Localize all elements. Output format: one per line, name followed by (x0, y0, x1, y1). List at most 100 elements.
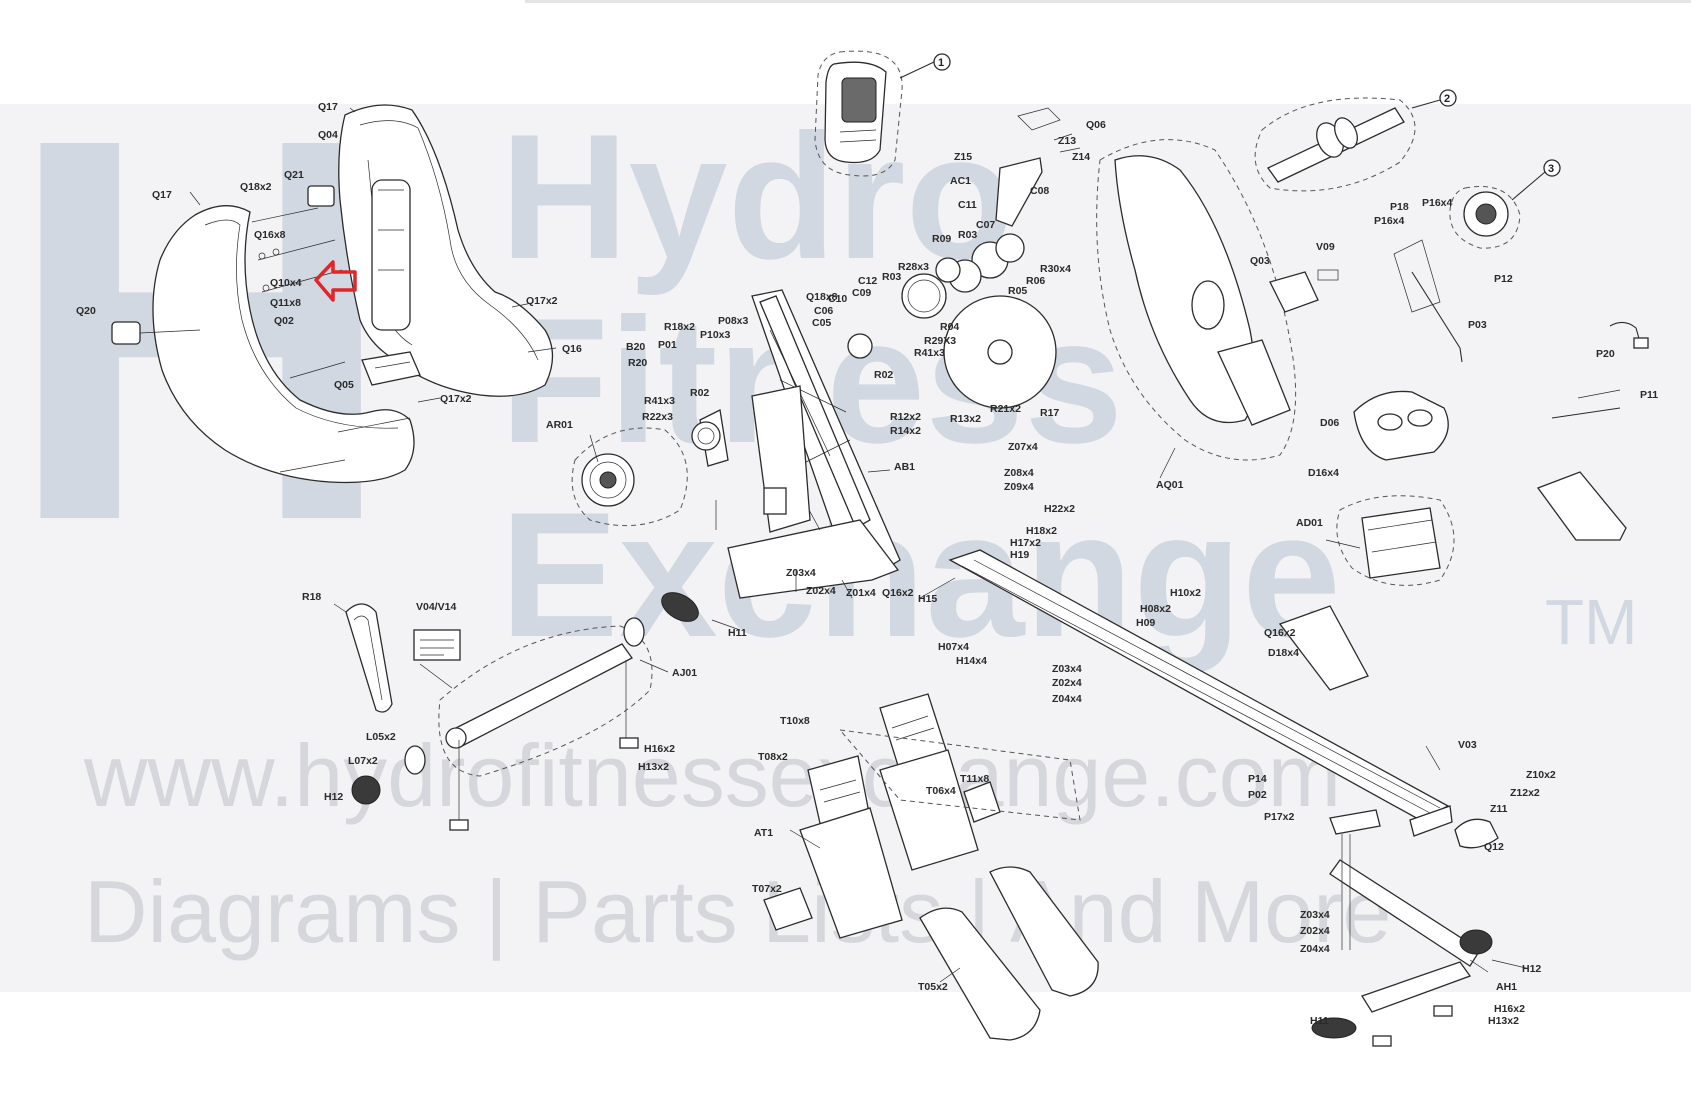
part-label: Q06 (1086, 119, 1106, 131)
part-label: Z08x4 (1004, 467, 1034, 479)
part-label: P01 (658, 339, 677, 351)
part-label: Z15 (954, 151, 972, 163)
part-label: V04/V14 (416, 601, 456, 613)
pulley-ar01-group (571, 421, 721, 527)
rear-leg-ah1 (1311, 809, 1499, 1047)
watermark-tagline: Diagrams | Parts Lists | And More (84, 862, 1392, 961)
part-label: Q16x2 (1264, 627, 1296, 639)
leader-lines (189, 107, 1621, 983)
base-bracket-q05 (361, 351, 421, 386)
part-label: L05x2 (366, 731, 396, 743)
rear-shell-insert (371, 179, 411, 331)
part-label: H09 (1136, 617, 1155, 629)
part-label: Q21 (284, 169, 304, 181)
part-label: R13x2 (950, 413, 981, 425)
part-label: Z04x4 (1300, 943, 1330, 955)
console-group (814, 50, 951, 177)
part-label: D06 (1320, 417, 1339, 429)
footrest-assembly (763, 693, 1099, 1041)
part-label: L07x2 (348, 755, 378, 767)
end-cap-q16 (1278, 605, 1369, 691)
part-label: AH1 (1496, 981, 1517, 993)
part-label: Q04 (318, 129, 338, 141)
part-label: Q03 (1250, 255, 1270, 267)
part-label: Z03x4 (1052, 663, 1082, 675)
long-rail-h15 (948, 549, 1453, 837)
part-label: H16x2 (644, 743, 675, 755)
part-label: AB1 (894, 461, 915, 473)
part-label: C06 (814, 305, 833, 317)
part-label: P14 (1248, 773, 1267, 785)
part-label: C12 (858, 275, 877, 287)
part-label: T08x2 (758, 751, 788, 763)
part-label: Z02x4 (1052, 677, 1082, 689)
callout-2: 2 (1444, 93, 1450, 105)
part-label: Q05 (334, 379, 354, 391)
part-label: P02 (1248, 789, 1267, 801)
part-label: R02 (690, 387, 709, 399)
part-label: C07 (976, 219, 995, 231)
part-label: H08x2 (1140, 603, 1171, 615)
watermark-tm: TM (1545, 586, 1638, 658)
part-label: Z12x2 (1510, 787, 1540, 799)
part-label: Z09x4 (1004, 481, 1034, 493)
part-label: Q11x8 (270, 297, 301, 309)
part-label: Z02x4 (806, 585, 836, 597)
watermark-line-hydro: Hydro (500, 97, 1015, 296)
part-label: B20 (626, 341, 645, 353)
part-label: R05 (1008, 285, 1027, 297)
part-label: R14x2 (890, 425, 921, 437)
part-label: P16x4 (1422, 197, 1453, 209)
part-label: Q18x8 (806, 291, 838, 303)
part-label: R12x2 (890, 411, 921, 423)
part-label: T06x4 (926, 785, 956, 797)
part-label: R09 (932, 233, 951, 245)
part-label: T10x8 (780, 715, 810, 727)
part-label: Z03x4 (786, 567, 816, 579)
footplate-t05-right (989, 866, 1099, 997)
part-label: H13x2 (638, 761, 669, 773)
part-label: H12 (324, 791, 343, 803)
part-label: H07x4 (938, 641, 969, 653)
part-label: P16x4 (1374, 215, 1405, 227)
part-label: Q20 (76, 305, 96, 317)
part-label: R30x4 (1040, 263, 1071, 275)
part-label: P18 (1390, 201, 1409, 213)
pulley-3-group (1449, 159, 1561, 249)
part-label: R04 (940, 321, 959, 333)
top-border-line (525, 0, 1691, 3)
part-label: C08 (1030, 185, 1049, 197)
seat-rail-aj01-group (345, 592, 699, 831)
part-label: H15 (918, 593, 937, 605)
part-label: Q17 (152, 189, 172, 201)
part-label: R18 (302, 591, 321, 603)
part-label: AJ01 (672, 667, 697, 679)
latch-q21 (307, 185, 335, 207)
part-label: R20 (628, 357, 647, 369)
part-label: H18x2 (1026, 525, 1057, 537)
part-label: P17x2 (1264, 811, 1295, 823)
part-label: Q16 (562, 343, 582, 355)
bracket-ad01 (1361, 507, 1441, 579)
frame-lower (727, 519, 900, 599)
part-label: Q12 (1484, 841, 1504, 853)
part-label: Z07x4 (1008, 441, 1038, 453)
part-label: H16x2 (1494, 1003, 1525, 1015)
part-label: AC1 (950, 175, 971, 187)
part-label: R02 (874, 369, 893, 381)
part-label: R06 (1026, 275, 1045, 287)
part-label: C09 (852, 287, 871, 299)
front-shell-q02 (152, 205, 415, 484)
part-label: C11 (958, 199, 977, 211)
end-cap-right (1536, 471, 1627, 541)
part-label: H13x2 (1488, 1015, 1519, 1027)
part-label: Q10x4 (270, 277, 302, 289)
part-labels: Q17 Q04 Q21 Q18x2 Q17 Q16x8 Q10x4 Q11x8 … (76, 101, 1658, 1027)
part-label: Q18x2 (240, 181, 272, 193)
part-label: R17 (1040, 407, 1059, 419)
seat-carriage-group (1096, 139, 1339, 461)
part-label: Z03x4 (1300, 909, 1330, 921)
part-label: T11x8 (960, 773, 989, 785)
part-label: R21x2 (990, 403, 1021, 415)
part-label: Q02 (274, 315, 294, 327)
